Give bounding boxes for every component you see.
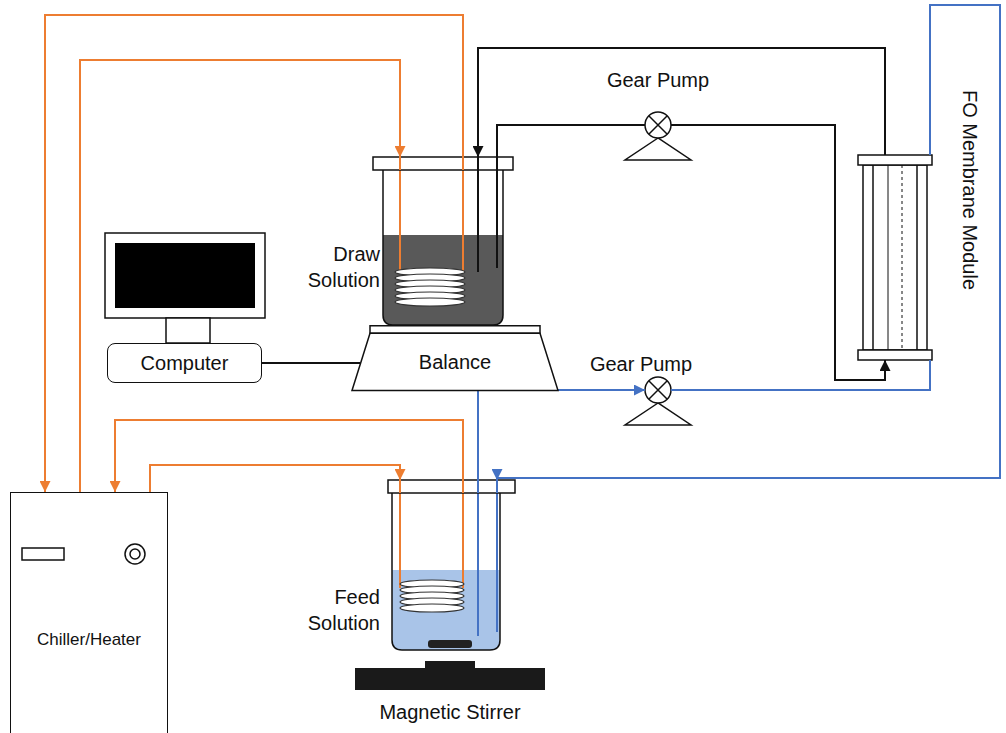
- stirrer-plate: [355, 668, 545, 690]
- module-plate: [863, 165, 873, 350]
- coolant-pipe: [462, 480, 464, 588]
- coolant-pipe: [462, 157, 464, 170]
- pump-cross: [649, 381, 667, 399]
- gear-pump-symbol: [625, 112, 691, 160]
- chiller-knob: [130, 549, 140, 559]
- coolant-pipe: [399, 480, 401, 588]
- coolant-pipe: [399, 157, 401, 272]
- node-label: Magnetic Stirrer: [379, 699, 520, 725]
- magnetic-stirrer: Magnetic Stirrer: [355, 668, 545, 690]
- node-label: Chiller/Heater: [37, 629, 141, 651]
- feed-pipe: [496, 480, 498, 632]
- chiller-heater: Chiller/Heater: [10, 492, 168, 733]
- flow-line: [478, 390, 645, 480]
- coolant-pipe: [399, 157, 401, 170]
- flow-line: [45, 15, 463, 492]
- pump-body: [645, 377, 671, 403]
- feed-solution-beaker: Feed Solution: [388, 480, 515, 650]
- node-label: Draw Solution: [296, 241, 380, 293]
- beaker-outline: [392, 493, 500, 650]
- coil-turn: [400, 604, 464, 612]
- pump-base: [625, 138, 691, 160]
- pump-cross: [649, 116, 667, 134]
- flow-line: [671, 360, 930, 390]
- coil-turn: [395, 298, 465, 306]
- flow-line: [497, 5, 1000, 480]
- coolant-pipe: [399, 480, 401, 493]
- draw-pipe: [496, 157, 498, 170]
- feed-pipe: [477, 480, 479, 493]
- gear-pump: Gear Pump: [645, 377, 671, 403]
- computer-box: Computer: [107, 343, 262, 383]
- feed-beaker: [388, 480, 515, 650]
- flow-line: [80, 60, 400, 492]
- node-label: Computer: [141, 350, 229, 376]
- monitor-frame: [105, 233, 265, 318]
- draw-pipe: [496, 157, 498, 268]
- node-label: Feed Solution: [296, 584, 380, 636]
- draw-beaker: [373, 157, 513, 325]
- gear-pump: Gear Pump: [645, 112, 671, 138]
- module-plate: [917, 165, 927, 350]
- balance-body: [352, 333, 558, 390]
- draw-pipe: [477, 157, 479, 272]
- monitor-screen: [115, 243, 255, 308]
- pump-base: [625, 403, 691, 425]
- coolant-pipe: [462, 480, 464, 493]
- flow-line: [478, 48, 885, 157]
- membrane-module: [858, 155, 932, 360]
- beaker-outline: [383, 170, 503, 325]
- node-label: Gear Pump: [590, 351, 692, 377]
- feed-pipe: [477, 480, 479, 636]
- heat-exchange-coil: [400, 580, 464, 612]
- module-spacer: [888, 165, 889, 350]
- chiller-display: [22, 548, 64, 560]
- node-label: FO Membrane Module: [957, 90, 983, 290]
- balance: Balance: [350, 325, 560, 392]
- stir-bar: [428, 640, 472, 648]
- computer-monitor: [105, 233, 265, 343]
- monitor-neck: [166, 318, 210, 343]
- flow-line: [115, 420, 463, 492]
- coolant-pipe: [462, 157, 464, 272]
- module-flange: [858, 350, 932, 360]
- feed-liquid: [392, 570, 500, 650]
- node-label: Balance: [419, 349, 491, 375]
- membrane-module: FO Membrane Module: [858, 155, 932, 360]
- beaker-lid: [373, 157, 513, 170]
- stirrer-top: [425, 661, 475, 669]
- heat-exchange-coil: [395, 268, 465, 306]
- node-label: Gear Pump: [607, 67, 709, 93]
- flow-line: [497, 125, 645, 157]
- beaker-lid: [388, 480, 515, 493]
- draw-solution-beaker: Draw Solution: [373, 157, 513, 325]
- draw-pipe: [477, 157, 479, 170]
- flow-line: [150, 465, 400, 492]
- gear-pump-symbol: [625, 377, 691, 425]
- flow-line: [671, 125, 885, 380]
- module-flange: [858, 155, 932, 165]
- pump-body: [645, 112, 671, 138]
- chiller-knob: [125, 544, 145, 564]
- membrane: [902, 165, 903, 350]
- feed-pipe: [496, 480, 498, 493]
- flow-line: [262, 362, 360, 364]
- balance-pan: [370, 326, 540, 334]
